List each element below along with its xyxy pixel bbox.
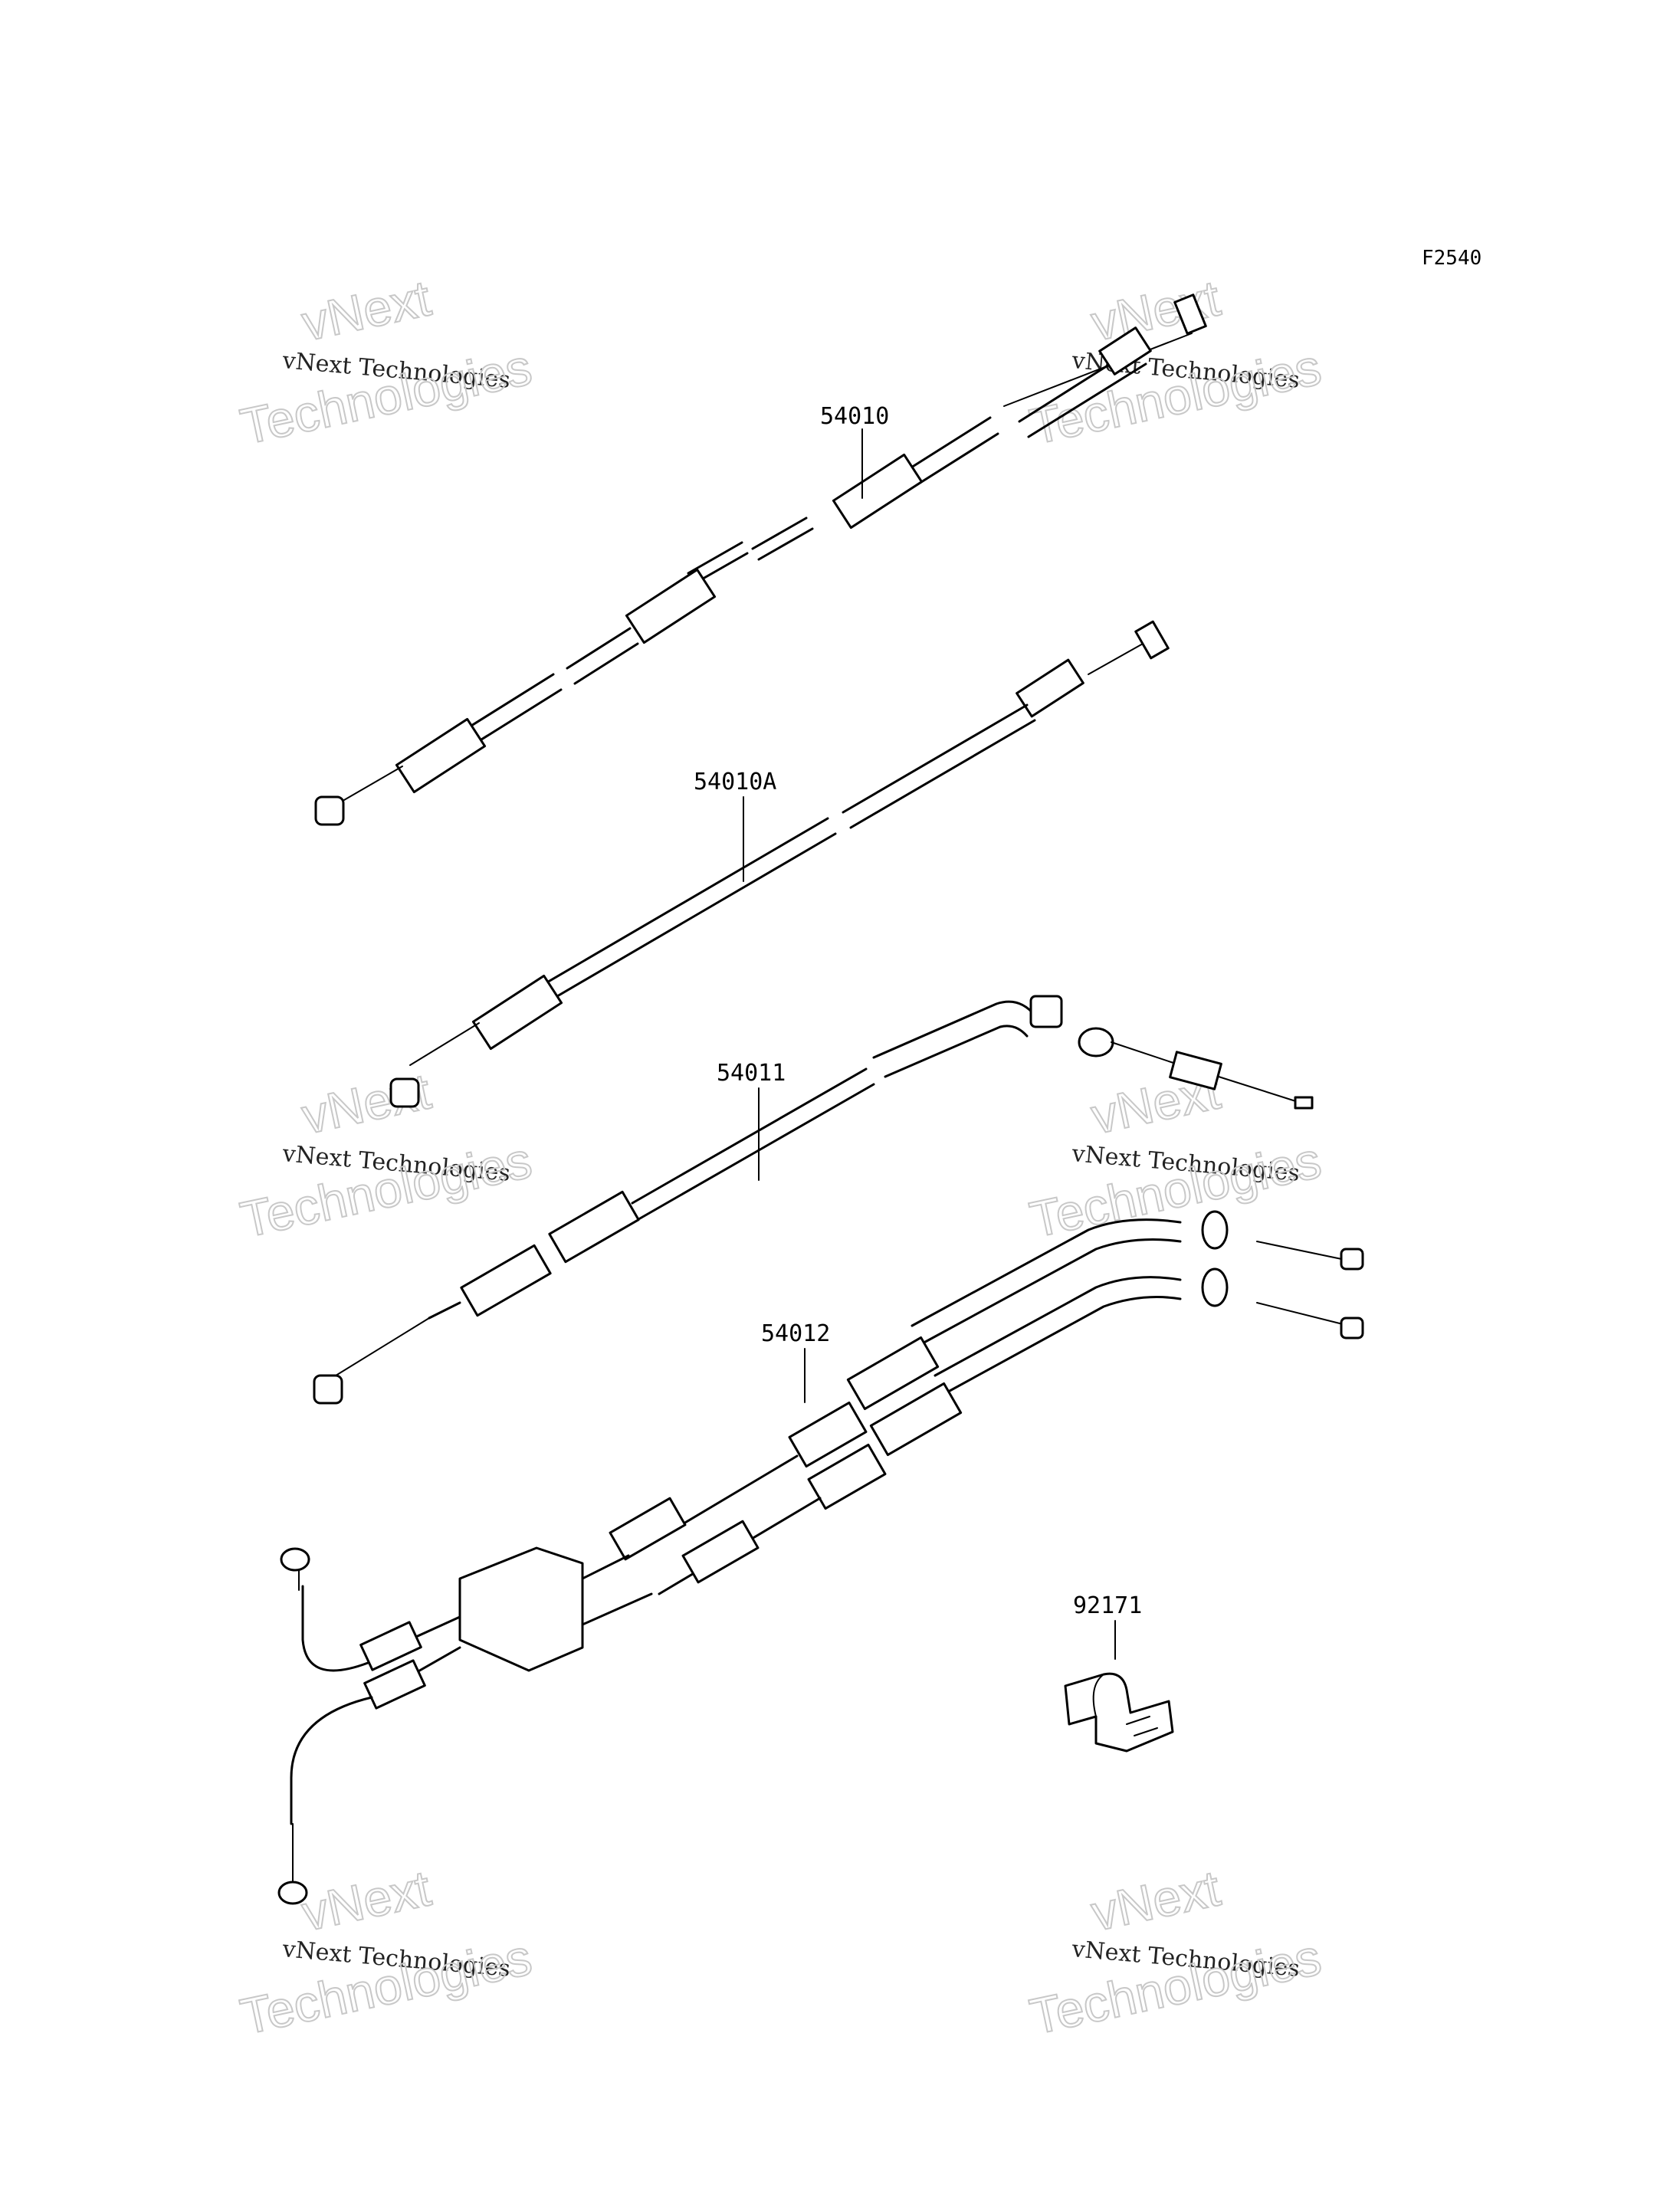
- part-label-54011: 54011: [717, 1060, 786, 1087]
- watermark-mid-right: vNext vNext Technologies Technologies: [1025, 1061, 1327, 1248]
- watermark-ghost: vNext: [297, 1859, 435, 1941]
- watermark-ghost: vNext: [297, 269, 435, 351]
- part-label-54012: 54012: [761, 1320, 830, 1347]
- watermark-bottom-right: vNext vNext Technologies Technologies: [1025, 1858, 1327, 2045]
- diagram-code: F2540: [1422, 247, 1481, 270]
- watermark-top-left: vNext vNext Technologies Technologies: [235, 268, 537, 455]
- watermark-ghost: vNext: [1087, 269, 1225, 351]
- cable-54011[interactable]: 54011: [313, 995, 1314, 1405]
- cable-54010a[interactable]: 54010A: [389, 620, 1170, 1108]
- watermark-top-right: vNext vNext Technologies Technologies: [1025, 268, 1327, 455]
- watermark-group: vNext vNext Technologies Technologies vN…: [235, 268, 1327, 2045]
- part-label-54010: 54010: [820, 403, 889, 430]
- watermark-ghost: vNext: [1087, 1859, 1225, 1941]
- cable-54010[interactable]: 54010: [314, 293, 1207, 826]
- part-label-54010a: 54010A: [694, 769, 776, 795]
- clamp-92171[interactable]: 92171: [1064, 1592, 1174, 1753]
- watermark-mid-left: vNext vNext Technologies Technologies: [235, 1061, 537, 1248]
- part-label-92171: 92171: [1073, 1592, 1142, 1619]
- cable-54012[interactable]: 54012: [277, 1210, 1364, 1905]
